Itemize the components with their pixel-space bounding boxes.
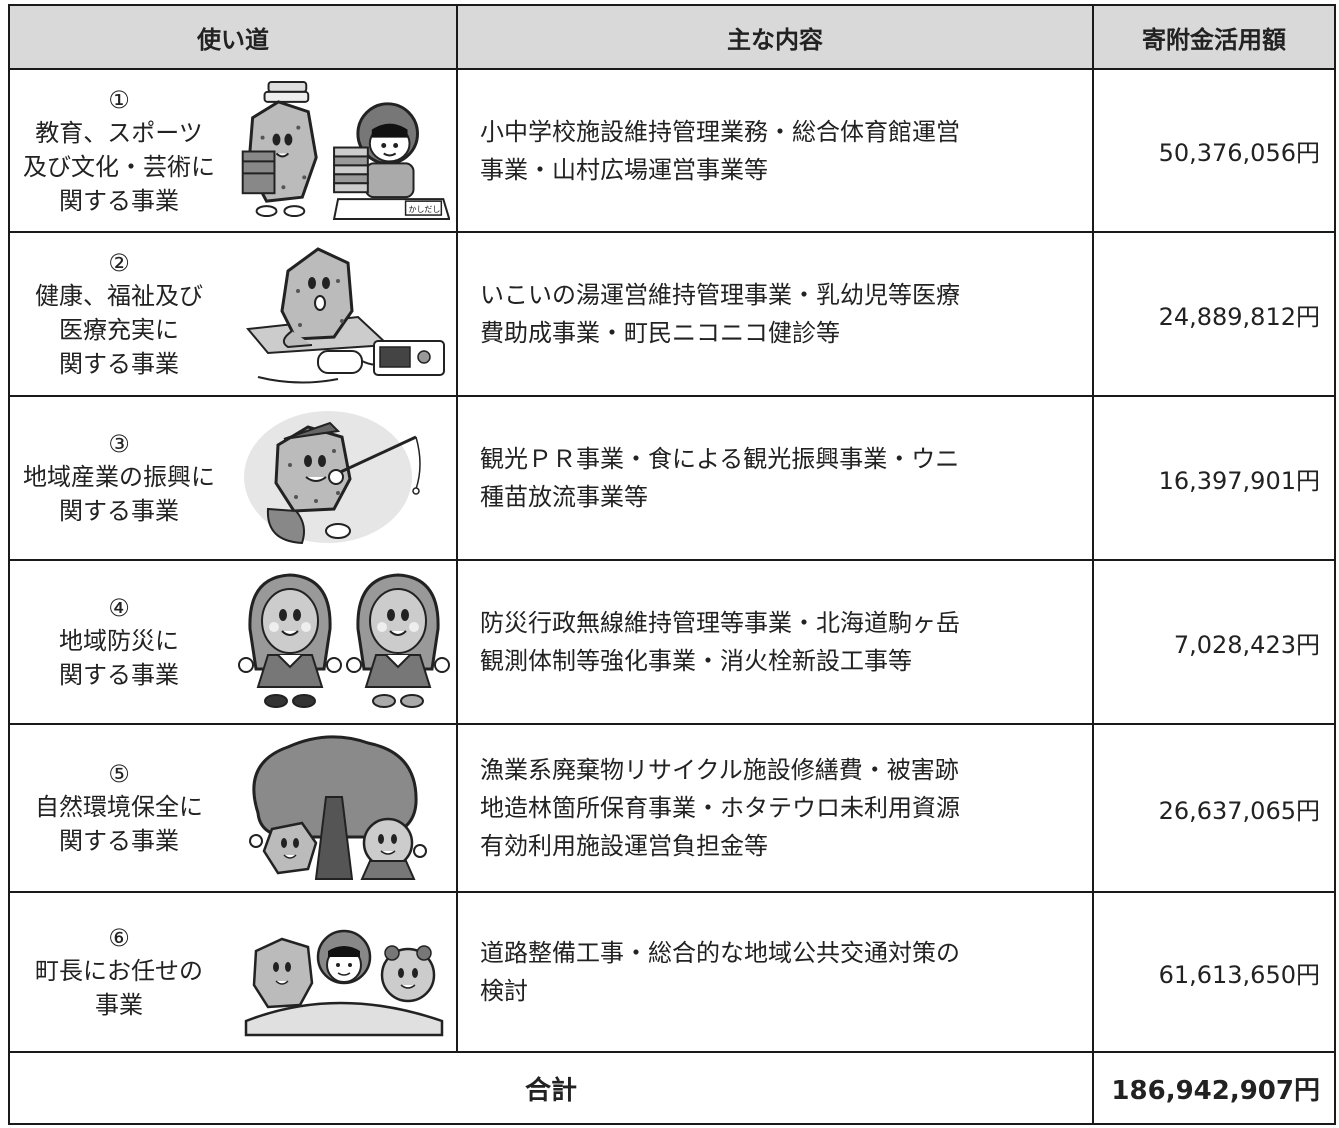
- use-line: 地域防災に: [59, 627, 179, 655]
- header-content: 主な内容: [456, 4, 1094, 70]
- total-row: 合計 186,942,907円: [8, 1051, 1336, 1125]
- amount-cell: 50,376,056円: [1092, 68, 1336, 233]
- content-line: 検討: [480, 977, 528, 1005]
- use-line: 及び文化・芸術に: [23, 152, 215, 181]
- content-cell: いこいの湯運営維持管理事業・乳幼児等医療 費助成事業・町民ニコニコ健診等: [456, 231, 1094, 397]
- row-number: ④: [108, 594, 130, 622]
- table-row: ④ 地域防災に 関する事業: [8, 559, 1336, 725]
- content-line: 有効利用施設運営負担金等: [480, 832, 768, 860]
- use-cell: ② 健康、福祉及び 医療充実に 関する事業: [8, 231, 458, 397]
- use-line: 教育、スポーツ: [35, 118, 203, 147]
- donation-usage-table: 使い道 主な内容 寄附金活用額 ① 教育、スポーツ 及び文化・芸術に 関する事業: [8, 4, 1336, 1125]
- mascot-books-illustration: かしだし: [238, 78, 450, 223]
- use-line: 医療充実に: [59, 316, 179, 344]
- table-row: ⑥ 町長にお任せの 事業: [8, 891, 1336, 1053]
- amount-cell: 24,889,812円: [1092, 231, 1336, 397]
- amount-cell: 26,637,065円: [1092, 723, 1336, 893]
- amount-cell: 61,613,650円: [1092, 891, 1336, 1053]
- row-number: ③: [108, 430, 130, 458]
- content-line: 事業・山村広場運営事業等: [480, 155, 768, 184]
- use-cell: ⑥ 町長にお任せの 事業: [8, 891, 458, 1053]
- mascot-trio-illustration: [238, 901, 450, 1043]
- content-line: 道路整備工事・総合的な地域公共交通対策の: [480, 939, 960, 967]
- use-line: 関する事業: [59, 186, 179, 215]
- use-line: 関する事業: [59, 661, 179, 689]
- content-line: 漁業系廃棄物リサイクル施設修繕費・被害跡: [480, 756, 959, 784]
- row-number: ⑤: [108, 760, 130, 788]
- use-line: 関する事業: [59, 497, 179, 525]
- use-line: 地域産業の振興に: [23, 463, 215, 491]
- content-cell: 観光ＰＲ事業・食による観光振興事業・ウニ 種苗放流事業等: [456, 395, 1094, 561]
- use-line: 健康、福祉及び: [35, 282, 203, 310]
- mascot-tree-illustration: [238, 733, 450, 883]
- mascot-blood-pressure-illustration: [238, 241, 450, 387]
- row-number: ②: [108, 249, 130, 277]
- mascot-hooded-pair-illustration: [238, 569, 450, 715]
- content-line: 観測体制等強化事業・消火栓新設工事等: [480, 647, 912, 675]
- header-use: 使い道: [8, 4, 458, 70]
- content-line: 地造林箇所保育事業・ホタテウロ未利用資源: [480, 794, 960, 822]
- desk-sign: かしだし: [409, 205, 441, 214]
- use-line: 町長にお任せの: [35, 957, 203, 985]
- content-cell: 道路整備工事・総合的な地域公共交通対策の 検討: [456, 891, 1094, 1053]
- use-cell: ③ 地域産業の振興に 関する事業: [8, 395, 458, 561]
- table-row: ② 健康、福祉及び 医療充実に 関する事業: [8, 231, 1336, 397]
- content-line: 防災行政無線維持管理等事業・北海道駒ヶ岳: [480, 609, 960, 637]
- use-cell: ① 教育、スポーツ 及び文化・芸術に 関する事業: [8, 68, 458, 233]
- use-line: 関する事業: [59, 350, 179, 378]
- use-cell: ④ 地域防災に 関する事業: [8, 559, 458, 725]
- use-line: 事業: [95, 991, 143, 1019]
- content-line: 費助成事業・町民ニコニコ健診等: [480, 319, 840, 347]
- use-cell: ⑤ 自然環境保全に 関する事業: [8, 723, 458, 893]
- amount-cell: 7,028,423円: [1092, 559, 1336, 725]
- amount-cell: 16,397,901円: [1092, 395, 1336, 561]
- mascot-fishing-illustration: [238, 405, 450, 551]
- header-amount: 寄附金活用額: [1092, 4, 1336, 70]
- use-line: 自然環境保全に: [35, 793, 203, 821]
- content-line: 観光ＰＲ事業・食による観光振興事業・ウニ: [480, 445, 960, 473]
- content-cell: 小中学校施設維持管理業務・総合体育館運営 事業・山村広場運営事業等: [456, 68, 1094, 233]
- table-row: ⑤ 自然環境保全に 関する事業: [8, 723, 1336, 893]
- table-row: ③ 地域産業の振興に 関する事業: [8, 395, 1336, 561]
- total-amount: 186,942,907円: [1092, 1051, 1336, 1125]
- content-cell: 防災行政無線維持管理等事業・北海道駒ヶ岳 観測体制等強化事業・消火栓新設工事等: [456, 559, 1094, 725]
- content-line: いこいの湯運営維持管理事業・乳幼児等医療: [480, 281, 960, 309]
- table-header-row: 使い道 主な内容 寄附金活用額: [8, 4, 1336, 70]
- content-line: 小中学校施設維持管理業務・総合体育館運営: [480, 117, 960, 146]
- content-cell: 漁業系廃棄物リサイクル施設修繕費・被害跡 地造林箇所保育事業・ホタテウロ未利用資…: [456, 723, 1094, 893]
- row-number: ①: [108, 85, 130, 114]
- total-label: 合計: [8, 1051, 1094, 1125]
- content-line: 種苗放流事業等: [480, 483, 648, 511]
- table-row: ① 教育、スポーツ 及び文化・芸術に 関する事業: [8, 68, 1336, 233]
- row-number: ⑥: [108, 924, 130, 952]
- use-line: 関する事業: [59, 827, 179, 855]
